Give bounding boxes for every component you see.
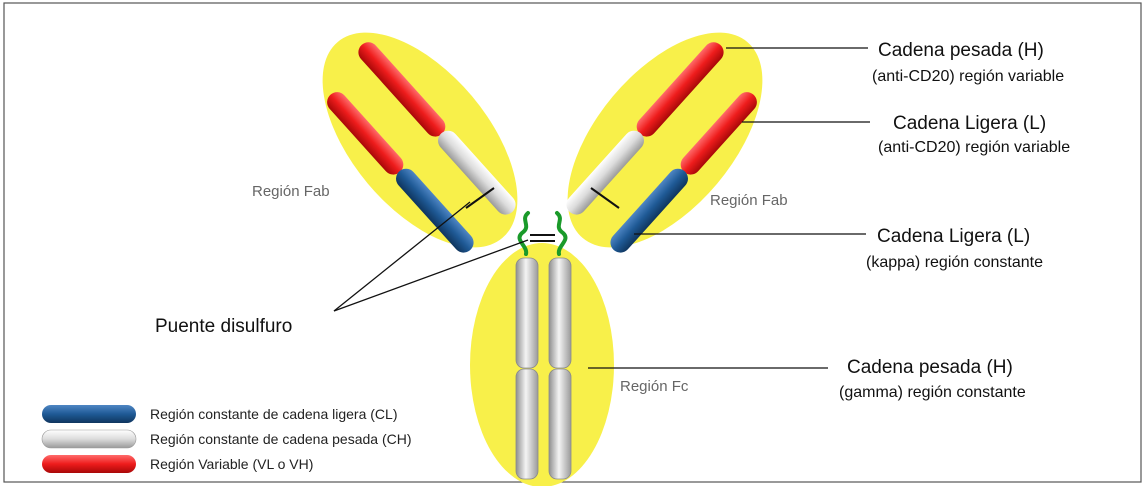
label-light-constant-title: Cadena Ligera (L)	[877, 226, 1030, 247]
hinge-right	[557, 213, 565, 254]
fc-region-highlight	[470, 243, 614, 486]
fc-heavy-chain-right-ch3	[549, 369, 571, 479]
legend-swatch-variable	[42, 455, 136, 473]
label-disulfide-bridge: Puente disulfuro	[155, 316, 292, 337]
hinge-left	[520, 213, 528, 254]
label-fab-right: Región Fab	[710, 192, 788, 209]
fc-heavy-chain-right-ch2	[549, 258, 571, 368]
label-heavy-variable-title: Cadena pesada (H)	[878, 40, 1044, 61]
legend-label-light-constant: Región constante de cadena ligera (CL)	[150, 406, 398, 422]
label-light-variable-sub: (anti-CD20) región variable	[878, 139, 1070, 156]
legend-swatch-heavy-constant	[42, 430, 136, 448]
legend-label-variable: Región Variable (VL o VH)	[150, 456, 313, 472]
legend-label-heavy-constant: Región constante de cadena pesada (CH)	[150, 431, 412, 447]
label-light-constant-sub: (kappa) región constante	[866, 254, 1043, 271]
legend: Región constante de cadena ligera (CL) R…	[42, 405, 412, 473]
fc-heavy-chain-left-ch2	[516, 258, 538, 368]
legend-swatch-light-constant	[42, 405, 136, 423]
fab-region-right-highlight	[531, 0, 800, 282]
fc-heavy-chain-left-ch3	[516, 369, 538, 479]
leader-disulfide-1	[334, 202, 470, 311]
label-light-variable-title: Cadena Ligera (L)	[893, 113, 1046, 134]
label-fab-left: Región Fab	[252, 183, 330, 200]
label-heavy-constant-sub: (gamma) región constante	[839, 384, 1026, 401]
label-heavy-constant-title: Cadena pesada (H)	[847, 357, 1013, 378]
fab-region-left-highlight	[286, 0, 555, 282]
label-heavy-variable-sub: (anti-CD20) región variable	[872, 68, 1064, 85]
label-fc: Región Fc	[620, 378, 689, 395]
